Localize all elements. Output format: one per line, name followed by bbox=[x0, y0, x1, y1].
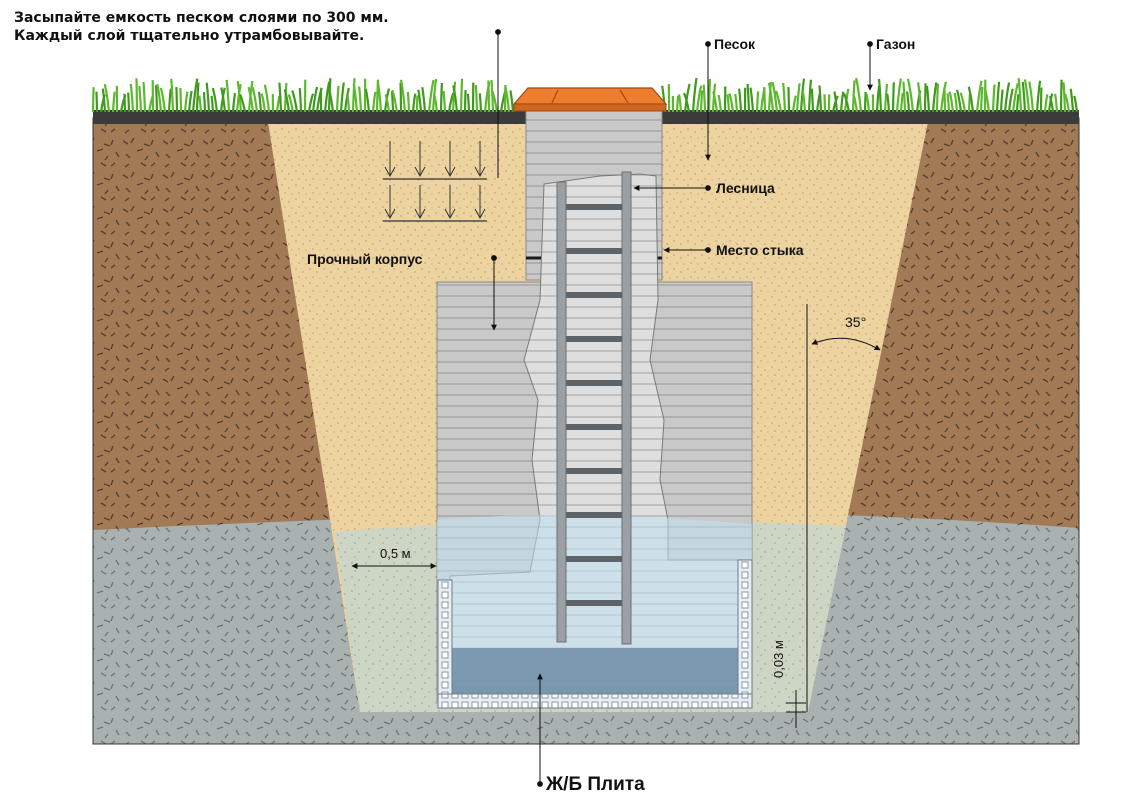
hatch-lid-rim bbox=[513, 103, 667, 112]
ladder-rung bbox=[566, 556, 622, 562]
perforated-wall-right bbox=[737, 559, 753, 695]
gap-label: 0,03 м bbox=[771, 640, 786, 678]
ladder-rung bbox=[566, 292, 622, 298]
ladder-label: Лесница bbox=[716, 180, 775, 196]
slab-label: Ж/Б Плита bbox=[545, 774, 645, 795]
sand-label: Песок bbox=[714, 36, 756, 52]
ladder-rung bbox=[566, 468, 622, 474]
instruction-line-2: Каждый слой тщательно утрамбовывайте. bbox=[14, 28, 364, 44]
ladder-rung bbox=[566, 424, 622, 430]
ladder-rail-left bbox=[556, 181, 567, 643]
angle-arc bbox=[811, 337, 881, 351]
hatch-lid bbox=[512, 87, 668, 105]
instruction-line-1: Засыпайте емкость песком слоями по 300 м… bbox=[14, 10, 389, 26]
body-label: Прочный корпус bbox=[307, 251, 423, 267]
ladder bbox=[556, 171, 632, 645]
ladder-rung bbox=[566, 248, 622, 254]
ladder-rail-right bbox=[621, 171, 632, 645]
lawn-grass bbox=[91, 77, 1079, 113]
ladder-rung bbox=[566, 512, 622, 518]
joint-label: Место стыка bbox=[716, 242, 804, 258]
offset-label: 0,5 м bbox=[380, 546, 411, 561]
perforated-bottom bbox=[437, 693, 753, 709]
ladder-rung bbox=[566, 600, 622, 606]
perforated-wall-left bbox=[437, 579, 453, 695]
lawn-label: Газон bbox=[876, 36, 915, 52]
angle-label: 35° bbox=[845, 314, 866, 330]
compaction-arrows bbox=[383, 141, 487, 222]
ladder-rung bbox=[566, 336, 622, 342]
ladder-rung bbox=[566, 204, 622, 210]
ladder-rung bbox=[566, 380, 622, 386]
sludge-zone bbox=[452, 648, 738, 694]
